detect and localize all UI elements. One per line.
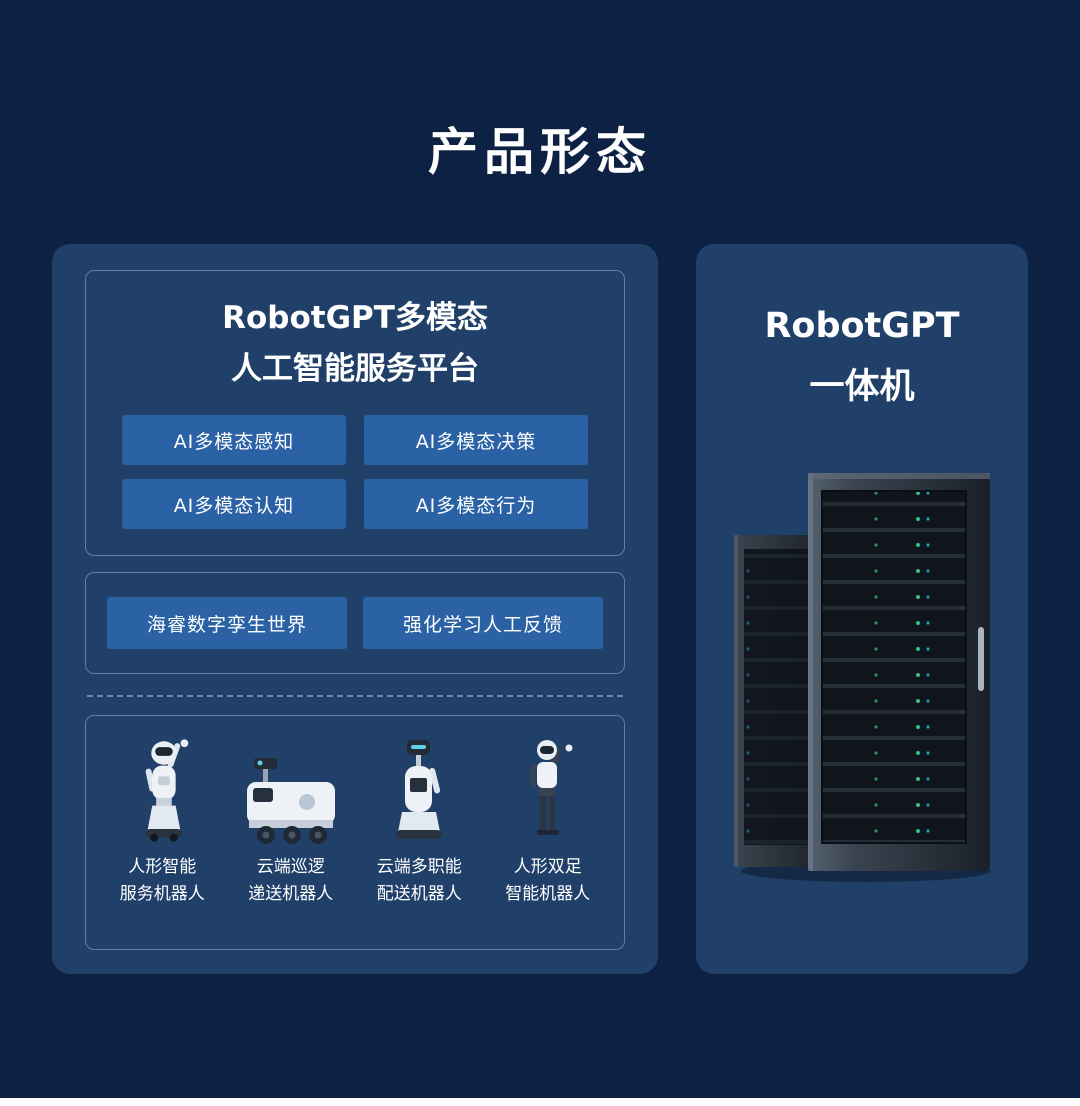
robot-label: 人形智能 服务机器人 xyxy=(119,857,205,904)
allinone-title: RobotGPT 一体机 xyxy=(764,296,959,419)
page-title: 产品形态 xyxy=(428,123,652,181)
bottom-white-strip xyxy=(0,1098,1080,1106)
allinone-title-line1: RobotGPT xyxy=(764,306,960,346)
capability-button-grid: AI多模态感知 AI多模态决策 AI多模态认知 AI多模态行为 xyxy=(112,415,598,530)
multirole-delivery-robot-icon xyxy=(379,732,459,848)
capability-button-cognition: AI多模态认知 xyxy=(122,479,346,530)
rlhf-button: 强化学习人工反馈 xyxy=(363,597,603,650)
robot-label: 人形双足 智能机器人 xyxy=(505,857,591,904)
allinone-title-line2: 一体机 xyxy=(809,367,915,408)
dashed-divider xyxy=(87,695,623,698)
platform-box: RobotGPT多模态 人工智能服务平台 AI多模态感知 AI多模态决策 AI多… xyxy=(85,270,625,557)
platform-panel: RobotGPT多模态 人工智能服务平台 AI多模态感知 AI多模态决策 AI多… xyxy=(52,244,658,974)
robot-item: 人形双足 智能机器人 xyxy=(484,732,613,935)
patrol-delivery-robot-icon xyxy=(239,732,343,848)
humanoid-service-robot-icon xyxy=(123,732,201,848)
robot-item: 云端多职能 配送机器人 xyxy=(355,732,484,935)
allinone-panel: RobotGPT 一体机 xyxy=(696,244,1028,974)
technology-box: 海睿数字孪生世界 强化学习人工反馈 xyxy=(85,572,625,675)
digital-twin-button: 海睿数字孪生世界 xyxy=(107,597,347,650)
platform-title-line1: RobotGPT多模态 xyxy=(222,300,488,336)
robot-label: 云端多职能 配送机器人 xyxy=(376,857,462,904)
server-rack-icon xyxy=(726,457,998,891)
robots-box: 人形智能 服务机器人 xyxy=(85,715,625,950)
robot-label: 云端巡逻 递送机器人 xyxy=(248,857,334,904)
platform-title-line2: 人工智能服务平台 xyxy=(231,351,479,388)
capability-button-decision: AI多模态决策 xyxy=(364,415,588,466)
content-area: RobotGPT多模态 人工智能服务平台 AI多模态感知 AI多模态决策 AI多… xyxy=(0,244,1080,974)
platform-title: RobotGPT多模态 人工智能服务平台 xyxy=(112,293,598,395)
robot-item: 人形智能 服务机器人 xyxy=(98,732,227,935)
capability-button-behavior: AI多模态行为 xyxy=(364,479,588,530)
capability-button-perception: AI多模态感知 xyxy=(122,415,346,466)
robot-item: 云端巡逻 递送机器人 xyxy=(227,732,356,935)
bipedal-humanoid-robot-icon xyxy=(513,732,583,848)
